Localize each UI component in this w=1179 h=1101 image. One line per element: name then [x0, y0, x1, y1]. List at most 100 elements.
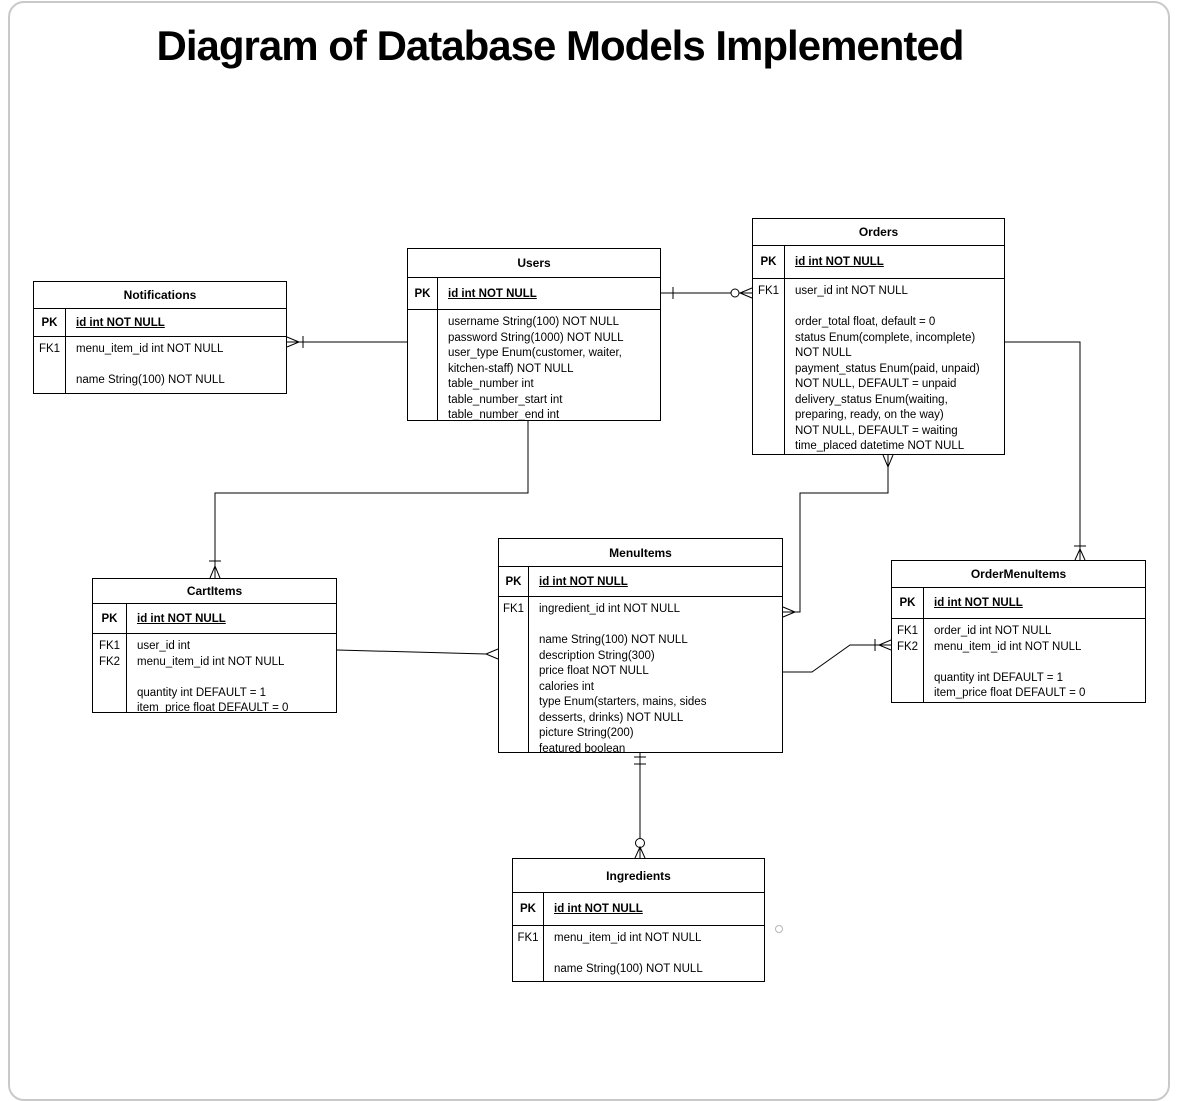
crow-foot [738, 287, 753, 299]
entity-title: Ingredients [513, 859, 764, 893]
entity-title: Users [408, 249, 660, 278]
attr-line: table_number_end int [448, 409, 560, 420]
attribute-list: order_id int NOT NULL menu_item_id int NO… [924, 619, 1087, 702]
fk-labels: FK1 [753, 279, 785, 454]
pk-field: id int NOT NULL [539, 575, 628, 588]
attr-line: kitchen-staff) NOT NULL [448, 362, 574, 375]
pk-label: PK [499, 567, 529, 596]
attr-line [795, 300, 980, 316]
attr-line: NOT NULL [795, 347, 852, 359]
entity-orders: Orders PK id int NOT NULL FK1 user_id in… [752, 218, 1005, 455]
pk-field: id int NOT NULL [76, 316, 165, 329]
attr-line: ingredient_id int NOT NULL [539, 603, 681, 615]
cardinality-zero-circle [730, 288, 740, 298]
pk-field: id int NOT NULL [795, 256, 884, 268]
relation-users-cartitems [209, 421, 529, 579]
attr-line: FK2 [98, 655, 121, 668]
entity-title: Orders [753, 219, 1004, 246]
attr-line: FK1 [517, 932, 539, 944]
attr-line: menu_item_id int NOT NULL [554, 932, 702, 944]
attr-line: quantity int DEFAULT = 1 [137, 686, 267, 699]
entity-ingredients: Ingredients PK id int NOT NULL FK1 menu_… [512, 858, 765, 982]
crow-foot [877, 639, 892, 651]
attr-line: user_id int [137, 640, 191, 652]
crow-foot [484, 648, 499, 660]
crow-foot [209, 564, 221, 579]
attr-line: item_price float DEFAULT = 0 [934, 687, 1086, 699]
attr-line: table_number int [448, 378, 534, 390]
attr-line: order_id int NOT NULL [934, 625, 1052, 637]
attribute-list: ingredient_id int NOT NULL name String(1… [529, 597, 708, 752]
attr-line: price float NOT NULL [539, 665, 649, 677]
attr-line: FK1 [502, 603, 525, 615]
pk-label: PK [34, 309, 66, 336]
attribute-list: user_id int NOT NULL order_total float, … [785, 279, 982, 454]
pk-label: PK [513, 893, 544, 925]
pk-field: id int NOT NULL [137, 612, 226, 625]
pk-field: id int NOT NULL [554, 903, 643, 915]
attr-line: description String(300) [539, 649, 655, 662]
attr-line: NOT NULL, DEFAULT = unpaid [795, 378, 957, 390]
attr-line: item_price float DEFAULT = 0 [137, 702, 289, 712]
attr-line: time_placed datetime NOT NULL [795, 440, 965, 452]
entity-users: Users PK id int NOT NULL username String… [407, 248, 661, 421]
entity-notifications: Notifications PK id int NOT NULL FK1 men… [33, 281, 287, 394]
cardinality-zero-circle [635, 838, 645, 848]
attr-line: menu_item_id int NOT NULL [76, 343, 224, 355]
attr-line: payment_status Enum(paid, unpaid) [795, 362, 980, 375]
attr-line: calories int [539, 680, 594, 693]
attr-line: desserts, drinks) NOT NULL [539, 711, 684, 724]
attr-line: FK1 [38, 343, 61, 355]
attr-line: table_number_start int [448, 393, 563, 406]
attr-line: name String(100) NOT NULL [539, 634, 688, 646]
pk-label: PK [408, 278, 438, 309]
fk-labels: FK1 [513, 926, 544, 981]
relation-cartitems-menuitems [336, 648, 499, 660]
attribute-list: menu_item_id int NOT NULL name String(10… [66, 337, 227, 393]
relation-users-orders [661, 287, 753, 299]
attr-line: preparing, ready, on the way) [795, 409, 944, 421]
stray-circle [775, 925, 783, 933]
pk-label: PK [93, 604, 127, 633]
crow-foot [882, 454, 894, 469]
relation-orders-ordermenuitems [1005, 341, 1086, 561]
attribute-list: menu_item_id int NOT NULL name String(10… [544, 926, 705, 981]
attr-line: name String(100) NOT NULL [554, 963, 703, 975]
attr-line: name String(100) NOT NULL [76, 374, 225, 386]
crow-foot [286, 336, 301, 348]
attr-line: NOT NULL, DEFAULT = waiting [795, 424, 958, 437]
attr-line: FK1 [896, 625, 919, 637]
attr-line: menu_item_id int NOT NULL [934, 640, 1082, 653]
attr-line: quantity int DEFAULT = 1 [934, 671, 1064, 684]
attr-line: user_type Enum(customer, waiter, [448, 347, 622, 359]
relation-users-notifications [286, 336, 407, 348]
pk-label: PK [753, 246, 785, 278]
attr-line [554, 947, 703, 963]
attr-line [76, 358, 225, 374]
fk-labels [408, 310, 438, 420]
attr-line: password String(1000) NOT NULL [448, 331, 624, 344]
entity-title: CartItems [93, 579, 336, 604]
entity-title: OrderMenuItems [892, 561, 1145, 588]
attr-line: featured boolean [539, 742, 626, 753]
pk-field: id int NOT NULL [448, 287, 537, 300]
entity-menuitems: MenuItems PK id int NOT NULL FK1 ingredi… [498, 538, 783, 753]
attr-line: username String(100) NOT NULL [448, 316, 620, 328]
relation-menuitems-ordermenuitems [783, 639, 892, 673]
attr-line: type Enum(starters, mains, sides [539, 696, 707, 708]
attr-line [539, 618, 706, 634]
crow-foot [1074, 547, 1086, 561]
attr-line: user_id int NOT NULL [795, 285, 908, 297]
fk-labels: FK1 [499, 597, 529, 752]
attr-line: FK1 [98, 640, 121, 652]
relation-orders-menuitems [782, 454, 894, 618]
attr-line [137, 670, 288, 686]
crow-foot [782, 606, 797, 618]
diagram-title: Diagram of Database Models Implemented [156, 22, 965, 69]
attr-line: delivery_status Enum(waiting, [795, 393, 948, 406]
